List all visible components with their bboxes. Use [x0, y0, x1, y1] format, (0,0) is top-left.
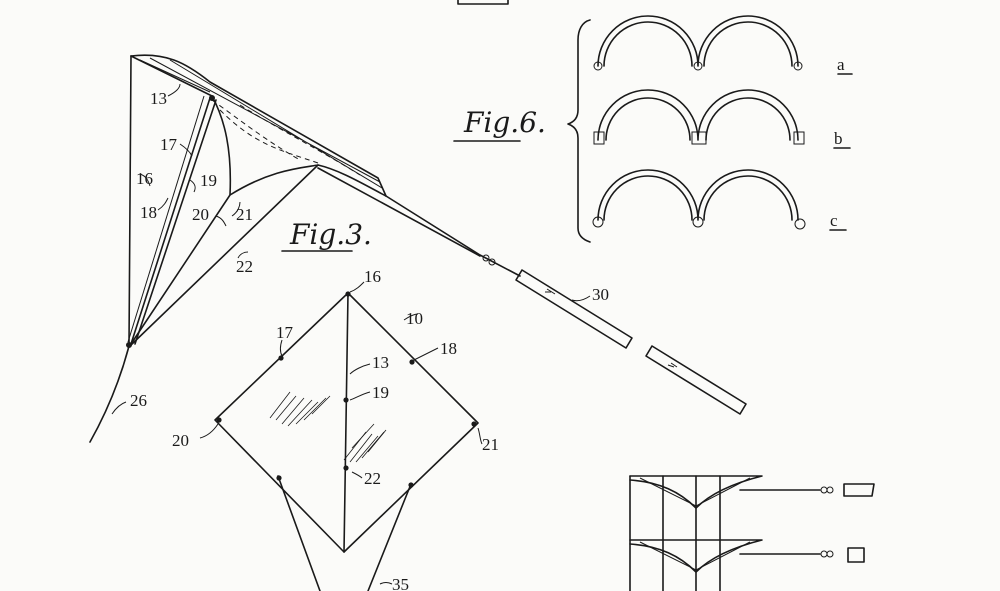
- sail-hatching: [269, 391, 387, 463]
- bridle-right-35: [367, 483, 412, 591]
- ref-16-flat: 16: [364, 267, 381, 286]
- attach-17: [278, 355, 284, 361]
- row-b-label: b: [834, 129, 843, 148]
- section-c-inner: [603, 175, 793, 221]
- ref-19-perspective: 19: [200, 171, 217, 190]
- stack-handle-1: [843, 483, 875, 497]
- kite-flat-view: [214, 291, 479, 591]
- ref-19-flat: 19: [372, 383, 389, 402]
- canopy-left-edge: [130, 55, 213, 97]
- attach-20: [216, 417, 222, 423]
- leader-lines: [111, 83, 591, 585]
- section-c-outer: [597, 169, 799, 221]
- ref-30: 30: [592, 285, 609, 304]
- ref-13-flat: 13: [372, 353, 389, 372]
- ref-18-perspective: 18: [140, 203, 157, 222]
- handle-part-lower: [645, 345, 747, 415]
- fig6-title: Fig.6.: [463, 106, 546, 139]
- section-a-end-right: [793, 61, 803, 71]
- ref-22-perspective: 22: [236, 257, 253, 276]
- ref-16-perspective: 16: [136, 169, 153, 188]
- stack-sail-1: [629, 475, 763, 509]
- section-c-mid: [692, 216, 704, 228]
- row-c-label: c: [830, 211, 838, 230]
- ref-17-perspective: 17: [160, 135, 178, 154]
- attach-19: [343, 397, 349, 403]
- header-box-fragment: [457, 0, 509, 5]
- stack-sail-1-ribs: [639, 477, 751, 507]
- fig3-title: Fig.3.: [289, 218, 372, 251]
- stack-sail-2-ribs: [639, 541, 751, 571]
- section-c-end-right: [794, 218, 806, 230]
- handle-mark-lower: [667, 362, 678, 368]
- ref-13-perspective: 13: [150, 89, 167, 108]
- spar-22: [130, 164, 319, 346]
- handle-part-upper: [515, 269, 633, 349]
- kite-perspective-view: [89, 54, 521, 443]
- canopy-trailing-edge: [130, 95, 232, 345]
- attach-22: [343, 465, 349, 471]
- attach-18: [409, 359, 415, 365]
- keel-spar-13: [343, 292, 349, 553]
- ref-20-flat: 20: [172, 431, 189, 450]
- spar-19: [134, 99, 217, 345]
- kite-stack-view: [629, 475, 875, 591]
- line-knot-2: [488, 258, 496, 266]
- section-a-outer: [597, 15, 799, 67]
- flying-line: [385, 195, 521, 277]
- canopy-top-edge: [130, 54, 387, 197]
- canopy-hidden-lines: [211, 99, 361, 176]
- keel-point: [126, 342, 132, 348]
- handle-mark-upper: [545, 288, 556, 295]
- canopy-bottom-edge: [229, 164, 387, 197]
- section-b-mid: [691, 131, 707, 145]
- ref-10: 10: [406, 309, 423, 328]
- section-c-end-left: [592, 216, 604, 228]
- spar-18: [130, 97, 211, 345]
- stack-sail-2: [629, 539, 763, 573]
- ref-17-flat: 17: [276, 323, 294, 342]
- ref-18-flat: 18: [440, 339, 457, 358]
- section-a-mid: [693, 61, 703, 71]
- spar-joint: [209, 95, 215, 101]
- spar-17: [127, 95, 205, 343]
- line-knot-1: [482, 254, 490, 262]
- ref-21-flat: 21: [482, 435, 499, 454]
- stack-handle-2: [847, 547, 865, 563]
- ref-20-perspective: 20: [192, 205, 209, 224]
- attach-21: [471, 421, 477, 427]
- bridle-left-35: [277, 475, 321, 591]
- ref-21-perspective: 21: [236, 205, 253, 224]
- ref-35: 35: [392, 575, 409, 591]
- row-a-label: a: [837, 55, 845, 74]
- section-b-end-left: [593, 131, 605, 145]
- ref-22-flat: 22: [364, 469, 381, 488]
- section-b-end-right: [793, 131, 805, 145]
- nose-point: [345, 291, 351, 297]
- fig6-brace: [567, 19, 591, 243]
- fig6-cross-sections: [567, 15, 806, 243]
- ref-26: 26: [130, 391, 147, 410]
- bridle-line: [317, 167, 481, 257]
- section-b-outer: [597, 89, 799, 141]
- section-a-end-left: [593, 61, 603, 71]
- bridle-point-left: [276, 475, 282, 481]
- section-a-inner: [603, 21, 793, 67]
- line-handle-30: [515, 269, 747, 415]
- bridle-point-right: [408, 482, 414, 488]
- section-b-inner: [605, 97, 791, 141]
- tail-line-26: [89, 345, 130, 443]
- spar-16: [128, 55, 132, 347]
